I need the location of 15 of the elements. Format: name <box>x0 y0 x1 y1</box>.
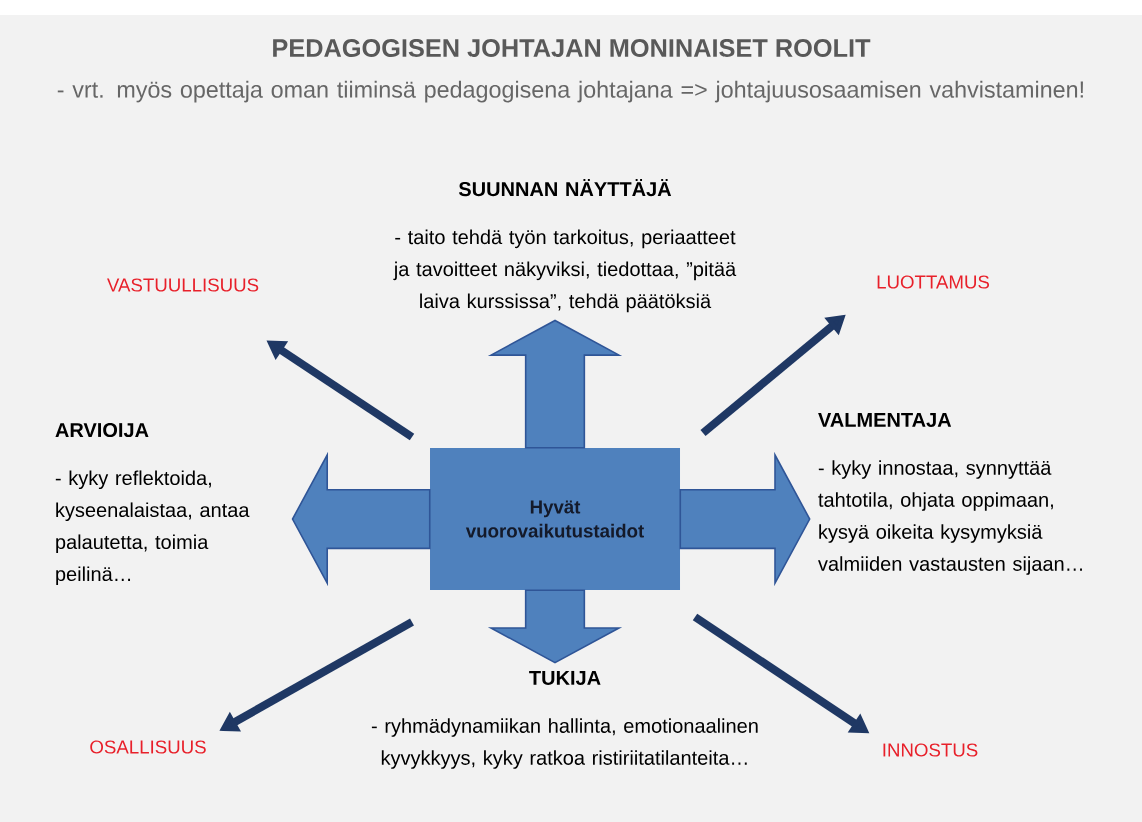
slide-title: PEDAGOGISEN JOHTAJAN MONINAISET ROOLIT <box>273 39 871 57</box>
block-arrow <box>487 319 623 449</box>
block-arrow <box>291 451 431 587</box>
role-description: TUKIJA - ryhmädynamiikan hallinta, emotionaalinen kyvykkyys, kyky ratkoa ristiriitatilanteita… <box>371 670 758 769</box>
keyword-label: INNOSTUS <box>883 743 978 757</box>
block-arrow <box>679 451 811 587</box>
block-arrow <box>487 589 623 664</box>
role-description: VALMENTAJA - kyky innostaa, synnyttää tahtotila, ohjata oppimaan, kysyä oikeita kysymyksiä valmiiden vastausten sijaan… <box>818 412 1082 575</box>
keyword-label: OSALLISUUS <box>90 740 206 754</box>
role-description: SUUNNAN NÄYTTÄJÄ - taito tehdä työn tarkoitus, periaatteet ja tavoitteet näkyviksi, tiedottaa, ”pitää laiva kurssissa”, tehdä päätöksiä <box>393 178 737 313</box>
center-rectangle: Hyvät vuorovaikutustaidot <box>430 448 680 590</box>
keyword-label: VASTUULLISUUS <box>107 278 259 292</box>
keyword-label: LUOTTAMUS <box>877 275 990 289</box>
role-description: ARVIOIJA - kyky reflektoida, kyseenalaistaa, antaa palautetta, toimia peilinä… <box>55 422 250 586</box>
subtitle: - vrt. myös opettaja oman tiiminsä pedagogisena johtajana => johtajuusosaamisen vahvistaminen! <box>57 80 1083 103</box>
